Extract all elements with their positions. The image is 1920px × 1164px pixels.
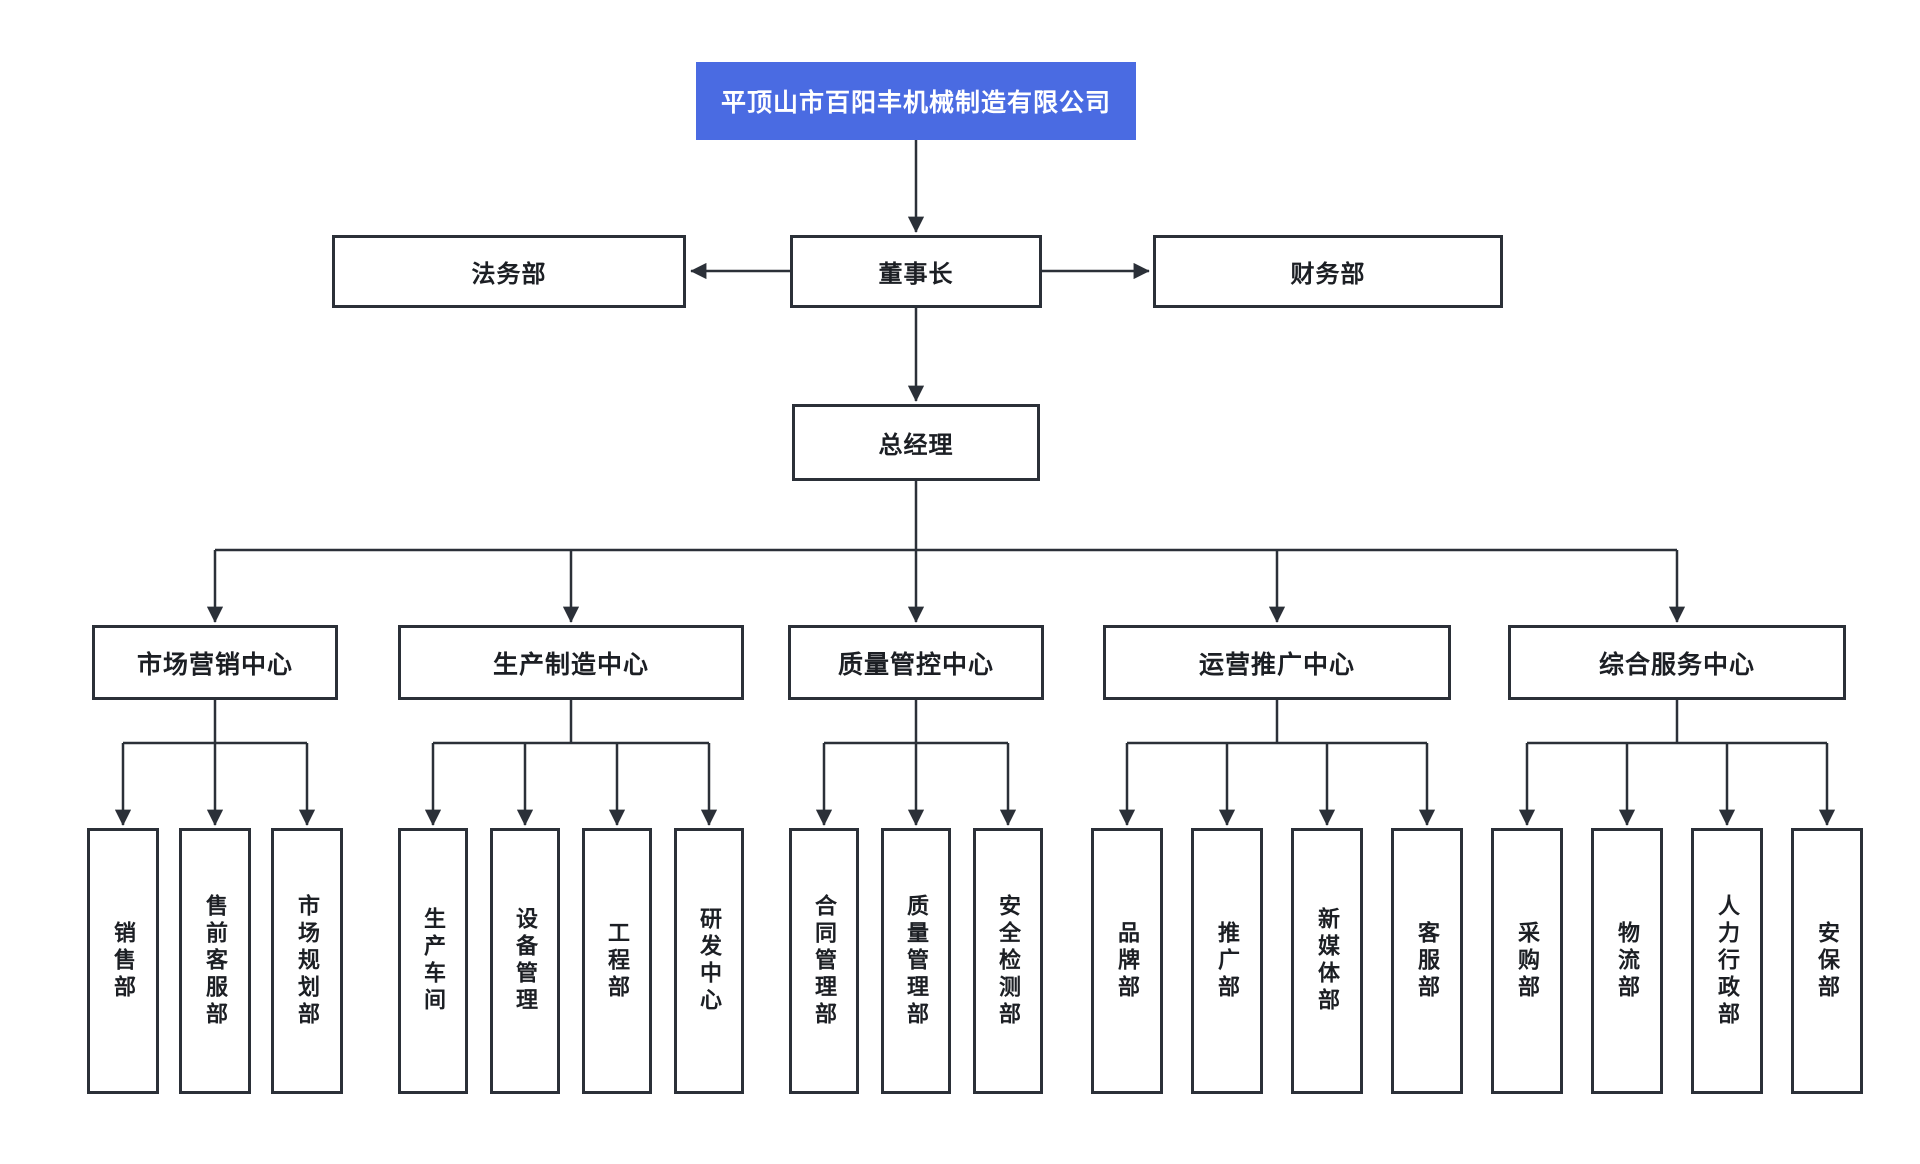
node-dept-equipment-mgmt: 设备管理 (490, 828, 560, 1094)
node-dept-brand: 品牌部 (1091, 828, 1163, 1094)
leaf-label: 推广部 (1215, 920, 1240, 1002)
leaf-label: 人力行政部 (1715, 893, 1740, 1029)
leaf-label: 安保部 (1815, 920, 1840, 1002)
node-dept-hr-admin: 人力行政部 (1691, 828, 1763, 1094)
leaf-label: 新媒体部 (1315, 907, 1340, 1015)
leaf-label: 工程部 (605, 920, 630, 1002)
node-dept-quality-mgmt: 质量管理部 (881, 828, 951, 1094)
leaf-label: 品牌部 (1115, 920, 1140, 1002)
node-dept-customer-service: 客服部 (1391, 828, 1463, 1094)
node-chairman: 董事长 (790, 235, 1042, 308)
node-finance-dept: 财务部 (1153, 235, 1503, 308)
leaf-label: 客服部 (1415, 920, 1440, 1002)
leaf-label: 采购部 (1515, 920, 1540, 1002)
leaf-label: 设备管理 (513, 907, 538, 1015)
node-company-root: 平顶山市百阳丰机械制造有限公司 (696, 62, 1136, 140)
leaf-label: 研发中心 (697, 907, 722, 1015)
node-dept-sales: 销售部 (87, 828, 159, 1094)
node-dept-market-planning: 市场规划部 (271, 828, 343, 1094)
node-dept-presales-service: 售前客服部 (179, 828, 251, 1094)
node-dept-security: 安保部 (1791, 828, 1863, 1094)
leaf-label: 市场规划部 (295, 893, 320, 1029)
node-center-operations: 运营推广中心 (1103, 625, 1451, 700)
node-general-manager: 总经理 (792, 404, 1040, 481)
leaf-label: 销售部 (111, 920, 136, 1002)
node-center-marketing: 市场营销中心 (92, 625, 338, 700)
node-dept-new-media: 新媒体部 (1291, 828, 1363, 1094)
leaf-label: 安全检测部 (996, 893, 1021, 1029)
leaf-label: 质量管理部 (904, 893, 929, 1029)
node-dept-logistics: 物流部 (1591, 828, 1663, 1094)
node-center-quality: 质量管控中心 (788, 625, 1044, 700)
node-dept-contract-mgmt: 合同管理部 (789, 828, 859, 1094)
node-dept-purchasing: 采购部 (1491, 828, 1563, 1094)
leaf-label: 物流部 (1615, 920, 1640, 1002)
node-legal-dept: 法务部 (332, 235, 686, 308)
leaf-label: 生产车间 (421, 907, 446, 1015)
node-dept-rd-center: 研发中心 (674, 828, 744, 1094)
node-dept-promotion: 推广部 (1191, 828, 1263, 1094)
node-center-production: 生产制造中心 (398, 625, 744, 700)
node-center-services: 综合服务中心 (1508, 625, 1846, 700)
leaf-label: 售前客服部 (203, 893, 228, 1029)
node-dept-safety-inspection: 安全检测部 (973, 828, 1043, 1094)
node-dept-production-workshop: 生产车间 (398, 828, 468, 1094)
node-dept-engineering: 工程部 (582, 828, 652, 1094)
leaf-label: 合同管理部 (812, 893, 837, 1029)
